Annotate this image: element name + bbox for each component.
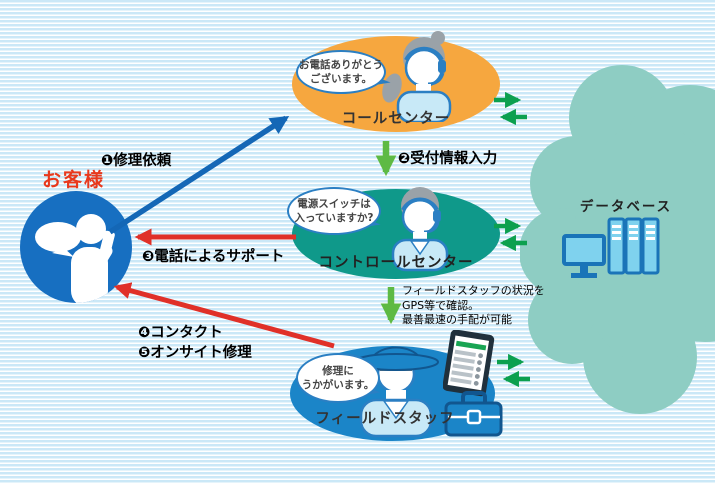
step3-label: ❸電話によるサポート — [142, 249, 285, 265]
bubble-text: うかがいます。 — [301, 379, 375, 391]
gps-note-line: フィールドスタッフの状況を — [402, 284, 545, 297]
gps-note: フィールドスタッフの状況を GPS等で確認。 最善最速の手配が可能 — [402, 284, 545, 328]
arrow-contact-onsite — [113, 282, 335, 349]
bubble-text: ございます。 — [310, 73, 372, 85]
gps-note-line: 最善最速の手配が可能 — [402, 313, 512, 327]
call-center-label: コールセンター — [341, 111, 451, 127]
step1-label: ❶修理依頼 — [101, 153, 172, 169]
toolbox-icon — [444, 391, 503, 437]
database-icon — [562, 217, 660, 278]
bubble-text: 入っていますか? — [294, 212, 374, 224]
field-staff-label: フィールドスタッフ — [315, 411, 455, 427]
arrow-repair-request — [108, 115, 290, 235]
database-label: データベース — [579, 199, 673, 215]
call-center-speech-bubble: お電話ありがとう ございます。 — [296, 50, 386, 94]
step2-label: ❷受付情報入力 — [398, 151, 498, 167]
step5-label: ❺オンサイト修理 — [138, 345, 252, 361]
control-center-operator-icon — [391, 187, 449, 272]
call-center-operator-icon — [382, 31, 452, 122]
bubble-text: 電源スイッチは — [297, 197, 371, 210]
customer-icon — [20, 191, 132, 303]
gps-note-line: GPS等で確認。 — [402, 298, 480, 312]
step4-label: ❹コンタクト — [138, 325, 223, 341]
customer-label: お客様 — [42, 169, 106, 191]
control-center-label: コントロールセンター — [318, 255, 474, 271]
field-staff-icon — [353, 346, 439, 438]
bubble-text: お電話ありがとう — [299, 58, 383, 71]
control-center-speech-bubble: 電源スイッチは 入っていますか? — [287, 187, 381, 235]
tablet-icon — [443, 330, 495, 397]
field-staff-speech-bubble: 修理に うかがいます。 — [296, 353, 380, 403]
bubble-text: 修理に — [322, 364, 354, 377]
